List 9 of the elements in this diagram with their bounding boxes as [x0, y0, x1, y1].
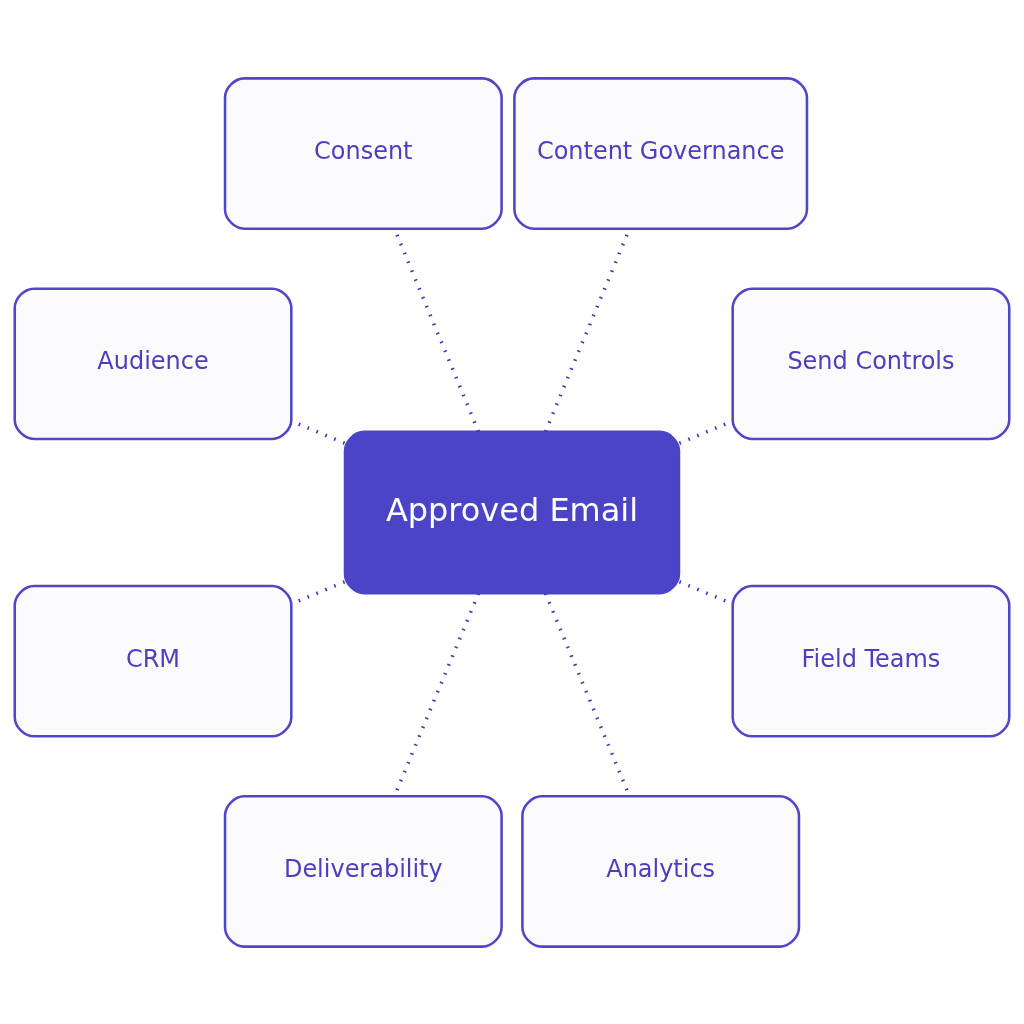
node-box: Consent [223, 76, 503, 230]
node-box: Approved Email [343, 430, 681, 594]
node-box: Field Teams [731, 584, 1011, 738]
node-box: Content Governance [513, 76, 809, 230]
node-box: Analytics [521, 794, 801, 948]
node-box: Audience [13, 286, 293, 440]
node-box: Send Controls [731, 286, 1011, 440]
node-box: Deliverability [223, 794, 503, 948]
node-box: CRM [13, 584, 293, 738]
